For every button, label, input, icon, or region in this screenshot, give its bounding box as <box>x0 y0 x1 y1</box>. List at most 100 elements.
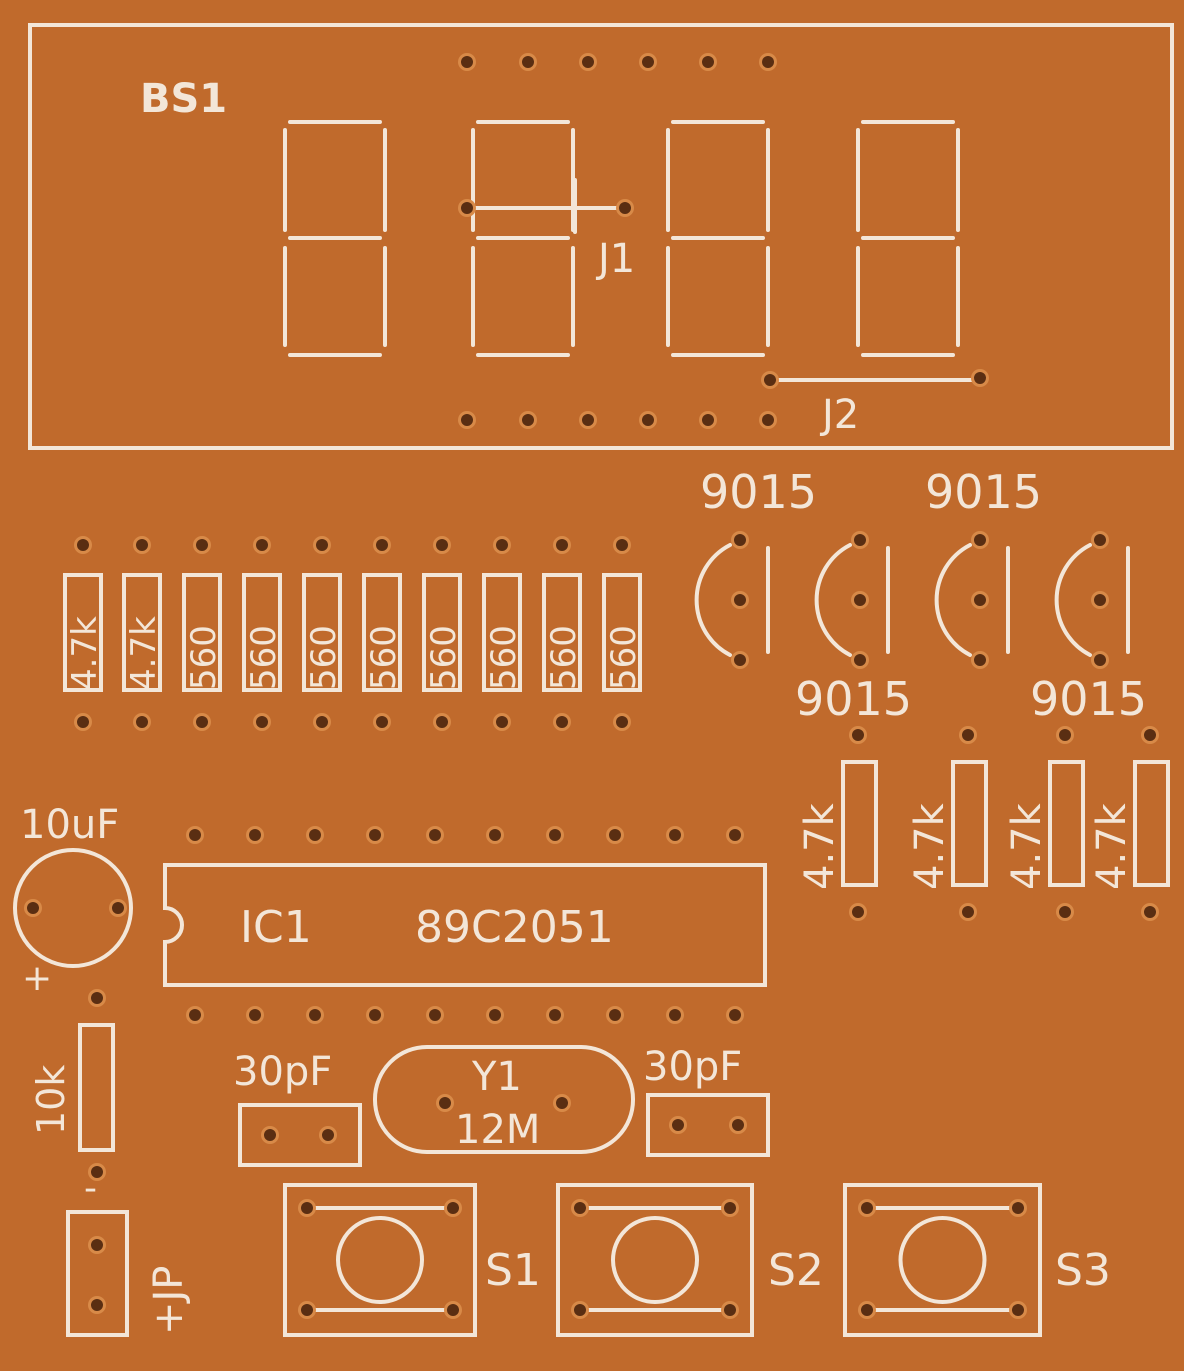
drill-hole <box>734 594 746 606</box>
drill-hole <box>734 534 746 546</box>
drill-hole <box>974 372 986 384</box>
jumper-j2-label: J2 <box>819 392 859 438</box>
transistor-outlines <box>694 543 1130 657</box>
switch-contact <box>311 1206 449 1312</box>
drill-hole <box>1144 729 1156 741</box>
drill-hole <box>1012 1202 1024 1214</box>
reset-resistor-value: 10k <box>29 1065 73 1135</box>
jumper-j1-line <box>465 178 627 234</box>
drill-hole <box>974 654 986 666</box>
resistor-outline <box>122 573 162 692</box>
resistor-value: 560 <box>244 625 284 690</box>
crystal-outline <box>373 1045 635 1154</box>
drill-hole <box>77 539 89 551</box>
drill-hole <box>1094 534 1106 546</box>
drill-hole <box>447 1304 459 1316</box>
crystal-value: 12M <box>455 1107 540 1153</box>
transistor-outline <box>1054 543 1092 657</box>
drill-hole <box>852 729 864 741</box>
switch-button <box>611 1216 699 1304</box>
drill-hole <box>729 829 741 841</box>
resistor-outline <box>242 573 282 692</box>
drill-hole <box>429 1009 441 1021</box>
drill-hole <box>436 539 448 551</box>
drill-hole <box>91 992 103 1004</box>
seven-segment-digit <box>666 120 770 357</box>
transistor-label: 9015 <box>925 465 1042 519</box>
drill-hole <box>429 829 441 841</box>
drill-hole <box>672 1119 684 1131</box>
drill-hole <box>496 539 508 551</box>
crystal-ref: Y1 <box>471 1054 522 1100</box>
drill-hole <box>642 414 654 426</box>
drill-hole <box>1094 594 1106 606</box>
resistor-value: 4.7k <box>797 802 843 890</box>
drill-hole <box>256 539 268 551</box>
resistor-outline <box>841 760 878 887</box>
drill-hole <box>316 716 328 728</box>
resistor-value: 4.7k <box>1004 802 1050 890</box>
drill-hole <box>616 539 628 551</box>
seven-segment-digit <box>856 120 960 357</box>
drill-hole <box>616 716 628 728</box>
drill-hole <box>196 716 208 728</box>
drill-hole <box>309 829 321 841</box>
resistor-outline <box>951 760 988 887</box>
drill-hole <box>91 1239 103 1251</box>
drill-hole <box>854 594 866 606</box>
drill-hole <box>702 414 714 426</box>
drill-hole <box>574 1304 586 1316</box>
seven-segment-digits <box>283 120 960 357</box>
power-jack-label: +JP <box>146 1266 192 1335</box>
crystal-cap-value: 30pF <box>643 1044 742 1090</box>
crystal-cap-outline <box>238 1103 362 1167</box>
resistor-outline <box>302 573 342 692</box>
drill-hole <box>1012 1304 1024 1316</box>
drill-hole <box>436 716 448 728</box>
drill-hole <box>724 1202 736 1214</box>
drill-holes <box>24 53 1159 1319</box>
transistor-label: 9015 <box>700 465 817 519</box>
power-jack-outline <box>66 1210 129 1337</box>
drill-hole <box>1094 654 1106 666</box>
drill-hole <box>861 1304 873 1316</box>
drill-hole <box>369 829 381 841</box>
drill-hole <box>439 1097 451 1109</box>
drill-hole <box>1059 729 1071 741</box>
drill-hole <box>376 539 388 551</box>
drill-hole <box>729 1009 741 1021</box>
resistor-value: 4.7k <box>907 802 953 890</box>
seven-segment-digit <box>283 120 387 357</box>
drill-hole <box>489 1009 501 1021</box>
drill-hole <box>1059 906 1071 918</box>
drill-hole <box>522 56 534 68</box>
resistor-outline <box>362 573 402 692</box>
drill-hole <box>91 1166 103 1178</box>
drill-hole <box>316 539 328 551</box>
drill-hole <box>962 906 974 918</box>
transistor-label: 9015 <box>795 672 912 726</box>
drill-hole <box>702 56 714 68</box>
drill-hole <box>642 56 654 68</box>
switch-button <box>336 1216 424 1304</box>
switch-outline <box>283 1183 477 1337</box>
drill-hole <box>461 56 473 68</box>
resistor-outline <box>63 573 103 692</box>
drill-hole <box>249 1009 261 1021</box>
drill-hole <box>974 534 986 546</box>
drill-hole <box>496 716 508 728</box>
resistor-outline <box>542 573 582 692</box>
drill-hole <box>77 716 89 728</box>
capacitor-polarity: + <box>22 958 52 999</box>
display-outline <box>28 23 1174 450</box>
drill-hole <box>556 1097 568 1109</box>
resistor-outline <box>482 573 522 692</box>
drill-hole <box>309 1009 321 1021</box>
resistor-value: 560 <box>184 625 224 690</box>
switch-label: S1 <box>485 1245 541 1296</box>
drill-hole <box>376 716 388 728</box>
drill-hole <box>91 1299 103 1311</box>
resistor-value: 560 <box>604 625 644 690</box>
